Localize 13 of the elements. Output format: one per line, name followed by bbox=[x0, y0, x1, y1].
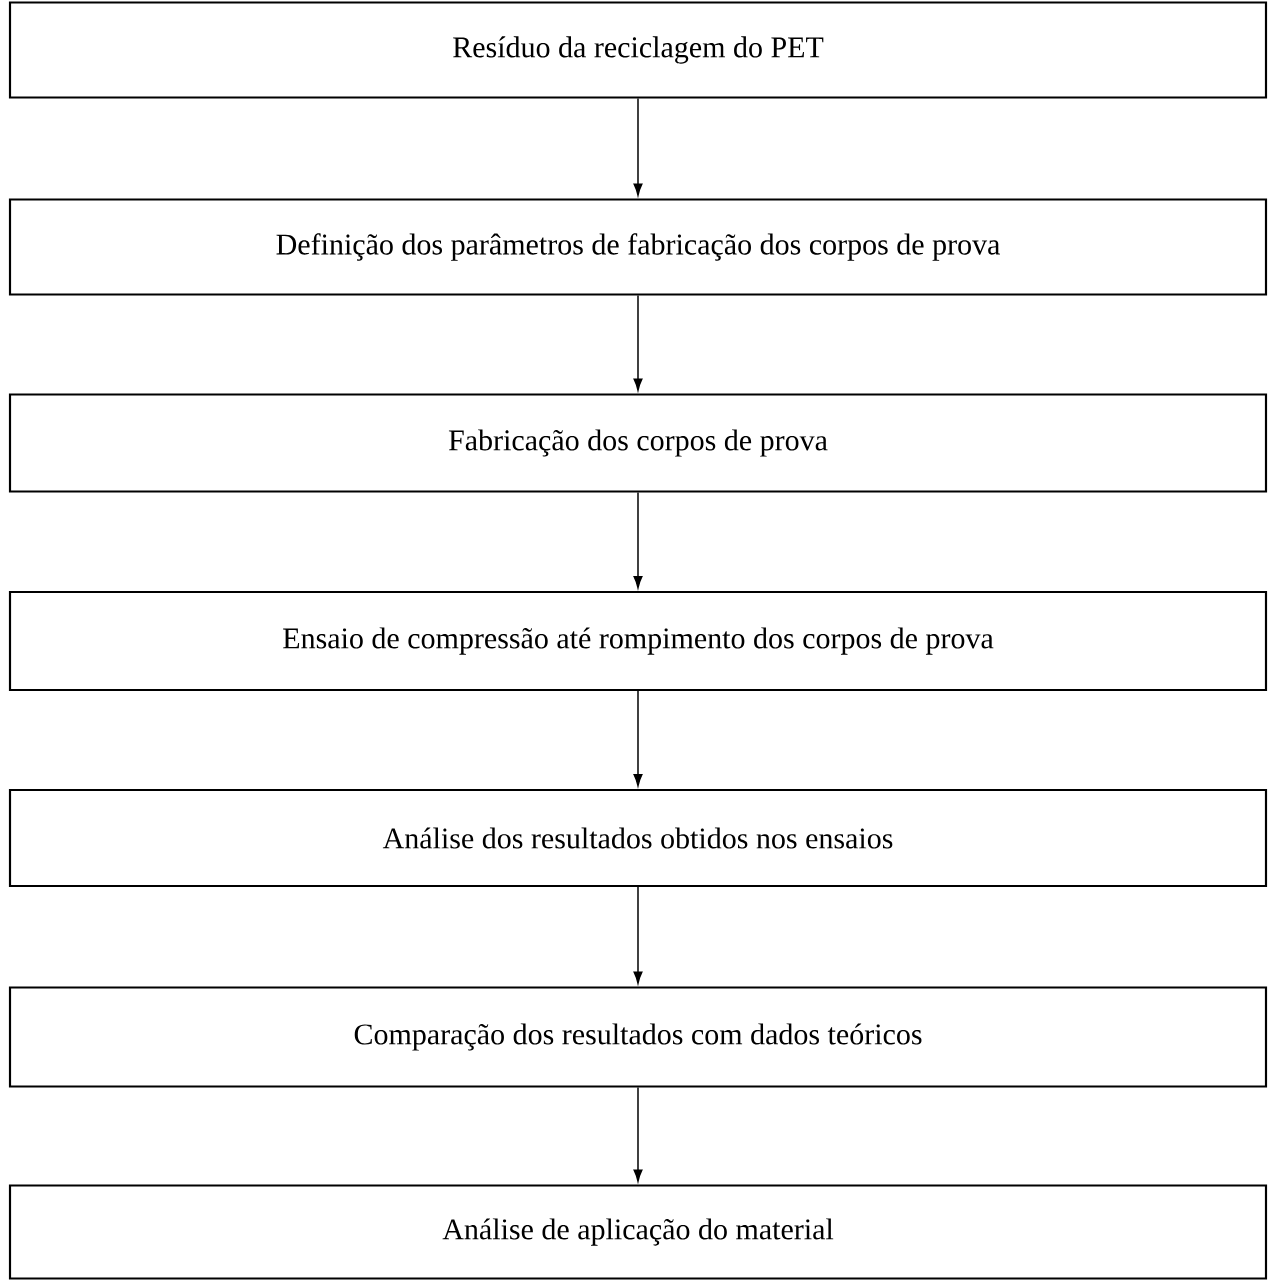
process-box: Resíduo da reciclagem do PET bbox=[8, 1, 1268, 99]
process-box: Análise dos resultados obtidos nos ensaios bbox=[8, 788, 1268, 888]
process-box: Comparação dos resultados com dados teóricos bbox=[8, 986, 1268, 1088]
arrow bbox=[633, 491, 643, 589]
arrow bbox=[633, 1086, 643, 1182]
process-box: Fabricação dos corpos de prova bbox=[8, 393, 1268, 493]
arrow bbox=[633, 97, 643, 196]
process-box: Ensaio de compressão até rompimento dos corpos de prova bbox=[8, 590, 1268, 692]
process-box: Análise de aplicação do material bbox=[8, 1184, 1268, 1280]
arrow bbox=[633, 886, 643, 984]
process-box: Definição dos parâmetros de fabricação dos corpos de prova bbox=[8, 198, 1268, 296]
arrow bbox=[633, 690, 643, 787]
arrow bbox=[633, 294, 643, 391]
